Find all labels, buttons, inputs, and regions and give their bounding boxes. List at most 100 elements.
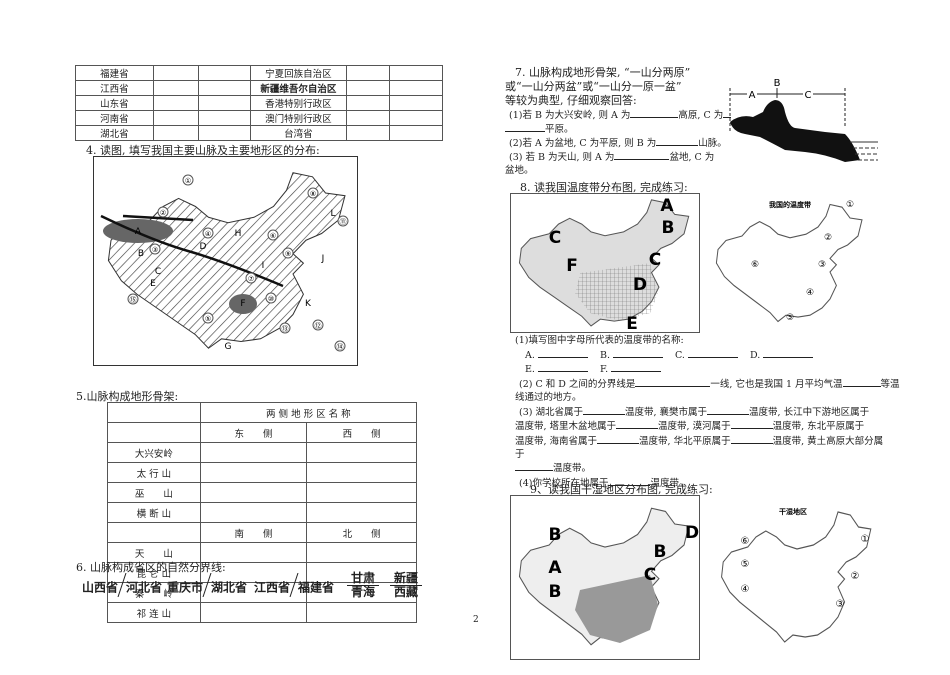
answer-blank[interactable]: [538, 362, 588, 373]
answer-blank[interactable]: [707, 405, 750, 415]
answer-blank[interactable]: [616, 419, 659, 430]
map-number-label: ⑫: [315, 322, 322, 330]
q8-s2: 一线, 它也是我国 1 月平均气温: [710, 379, 843, 391]
q5-title: 5.山脉构成地形骨架:: [76, 390, 179, 403]
map-number-label: ⑥: [270, 232, 276, 240]
province-name: 湖北省: [211, 580, 248, 595]
boundary-fraction: 甘肃青海: [347, 572, 380, 599]
number-marker: [337, 215, 349, 227]
number-marker: [312, 319, 324, 331]
answer-cell[interactable]: [389, 110, 443, 126]
answer-cell[interactable]: [197, 65, 251, 81]
region-name: 新疆维吾尔自治区: [249, 80, 348, 96]
corner-cell: [107, 422, 201, 443]
answer-blank[interactable]: [730, 434, 773, 444]
answer-blank[interactable]: [515, 461, 553, 472]
answer-cell[interactable]: [152, 110, 199, 126]
answer-blank[interactable]: [656, 136, 699, 146]
answer-blank[interactable]: [597, 434, 640, 444]
answer-cell[interactable]: [152, 80, 199, 96]
answer-cell[interactable]: [199, 442, 308, 463]
answer-cell[interactable]: [197, 110, 251, 126]
mountain-name: 巫 山: [107, 482, 201, 503]
answer-cell[interactable]: [306, 442, 417, 463]
q6-title: 6. 山脉构成省区的自然分界线:: [76, 561, 226, 574]
zone-number-label: ④: [741, 584, 750, 595]
province-name: 重庆市: [167, 580, 204, 595]
q7-s2: 山脉。: [698, 138, 727, 149]
answer-blank[interactable]: [613, 348, 664, 358]
answer-cell[interactable]: [346, 65, 391, 81]
table-row: 大兴安岭: [107, 442, 417, 463]
province-name: 新疆: [390, 572, 423, 586]
answer-cell[interactable]: [199, 462, 308, 483]
answer-cell[interactable]: [306, 542, 417, 563]
zone-number-label: ②: [824, 233, 832, 243]
province-name: 江西省: [254, 580, 291, 595]
answer-cell[interactable]: [306, 602, 417, 623]
mountain-name: 太 行 山: [107, 462, 201, 483]
answer-blank[interactable]: [582, 405, 625, 415]
answer-cell[interactable]: [152, 65, 199, 81]
map-number-label: ⑤: [205, 315, 211, 323]
answer-cell[interactable]: [152, 95, 199, 111]
answer-cell[interactable]: [389, 80, 443, 96]
answer-blank[interactable]: [537, 348, 588, 358]
map-number-label: ②: [160, 209, 166, 217]
answer-cell[interactable]: [346, 125, 391, 141]
map-number-label: ⑮: [130, 296, 137, 304]
answer-cell[interactable]: [346, 110, 391, 126]
answer-blank[interactable]: [842, 377, 881, 388]
table-row: 河南省澳门特别行政区: [75, 110, 443, 126]
mountain-line: [122, 214, 194, 222]
q7-s3: 盆地。: [505, 165, 534, 176]
answer-cell[interactable]: [389, 125, 443, 141]
temperature-zone-letter: C: [649, 250, 661, 270]
q7-line: 或“一山分两盆”或“一山分一原一盆”: [505, 80, 682, 93]
answer-cell[interactable]: [389, 65, 443, 81]
table-row: 横 断 山: [107, 502, 417, 523]
answer-blank[interactable]: [687, 348, 738, 358]
answer-cell[interactable]: [306, 482, 417, 503]
answer-blank[interactable]: [630, 108, 679, 118]
option-label: A.: [525, 349, 535, 361]
answer-blank[interactable]: [635, 377, 711, 388]
table-row: 南 侧北 侧: [107, 522, 417, 543]
answer-blank[interactable]: [723, 108, 732, 118]
mountain-cross-section-diagram: A B C: [729, 78, 878, 162]
answer-blank[interactable]: [505, 122, 545, 132]
answer-cell[interactable]: [306, 462, 417, 483]
zone-number-label: ⑤: [741, 559, 750, 570]
province-name: 西藏: [394, 585, 419, 599]
number-marker: [182, 174, 194, 186]
answer-blank[interactable]: [763, 348, 814, 358]
answer-cell[interactable]: [197, 80, 251, 96]
answer-cell[interactable]: [199, 602, 308, 623]
answer-blank[interactable]: [614, 150, 670, 160]
temperature-zone-letter: E: [626, 314, 638, 333]
q8-s4: 温度带。: [650, 478, 689, 490]
answer-cell[interactable]: [346, 95, 391, 111]
page-number: 2: [473, 615, 479, 625]
temperature-zone-letter: F: [566, 256, 578, 276]
answer-cell[interactable]: [152, 125, 199, 141]
province-name: 河南省: [75, 110, 154, 126]
answer-cell[interactable]: [346, 80, 391, 96]
subtropical-zone: [575, 263, 658, 321]
answer-cell[interactable]: [199, 502, 308, 523]
answer-cell[interactable]: [199, 482, 308, 503]
answer-blank[interactable]: [730, 419, 773, 430]
answer-blank[interactable]: [611, 362, 662, 373]
q7-line: 等较为典型, 仔细观察回答:: [505, 94, 637, 107]
temperature-zone-letter: B: [662, 218, 675, 238]
q8-s3: 温度带, 襄樊市属于: [624, 406, 708, 418]
answer-blank[interactable]: [608, 476, 651, 487]
answer-cell[interactable]: [197, 95, 251, 111]
answer-cell[interactable]: [197, 125, 251, 141]
answer-cell[interactable]: [306, 502, 417, 523]
number-marker: [149, 243, 161, 255]
answer-cell[interactable]: [389, 95, 443, 111]
q8-questions: (1)填写图中字母所代表的温度带的名称: A. B. C. D. E. F. (…: [515, 335, 900, 491]
